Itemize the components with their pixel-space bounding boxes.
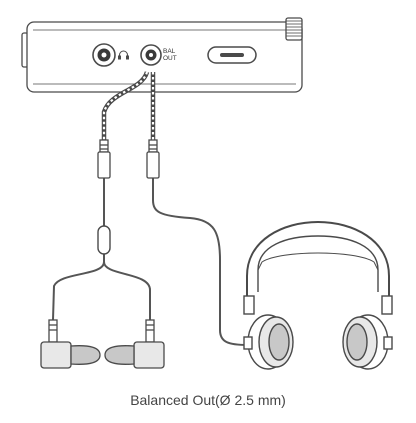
- bal-out-label-line2: OUT: [163, 55, 177, 62]
- headphone-cable: [152, 178, 249, 346]
- cables: [52, 71, 249, 346]
- earphone-cable: [52, 178, 151, 321]
- diagram-caption: Balanced Out(Ø 2.5 mm): [130, 392, 286, 408]
- bal-out-label-line1: BAL: [163, 48, 176, 55]
- headphone-symbol-icon: [118, 50, 129, 60]
- headphone-plug: [146, 139, 160, 179]
- device-body: [26, 21, 303, 93]
- over-ear-headphones-icon: [243, 220, 393, 370]
- earphone-plug: [97, 139, 111, 179]
- player-device: [21, 17, 303, 93]
- balanced-out-jack-icon[interactable]: [140, 44, 162, 66]
- volume-wheel[interactable]: [285, 17, 303, 41]
- earphones-icon: [40, 319, 165, 369]
- headphone-jack-icon[interactable]: [92, 43, 116, 67]
- earphone-splitter: [97, 225, 111, 255]
- power-button-icon[interactable]: [207, 46, 257, 64]
